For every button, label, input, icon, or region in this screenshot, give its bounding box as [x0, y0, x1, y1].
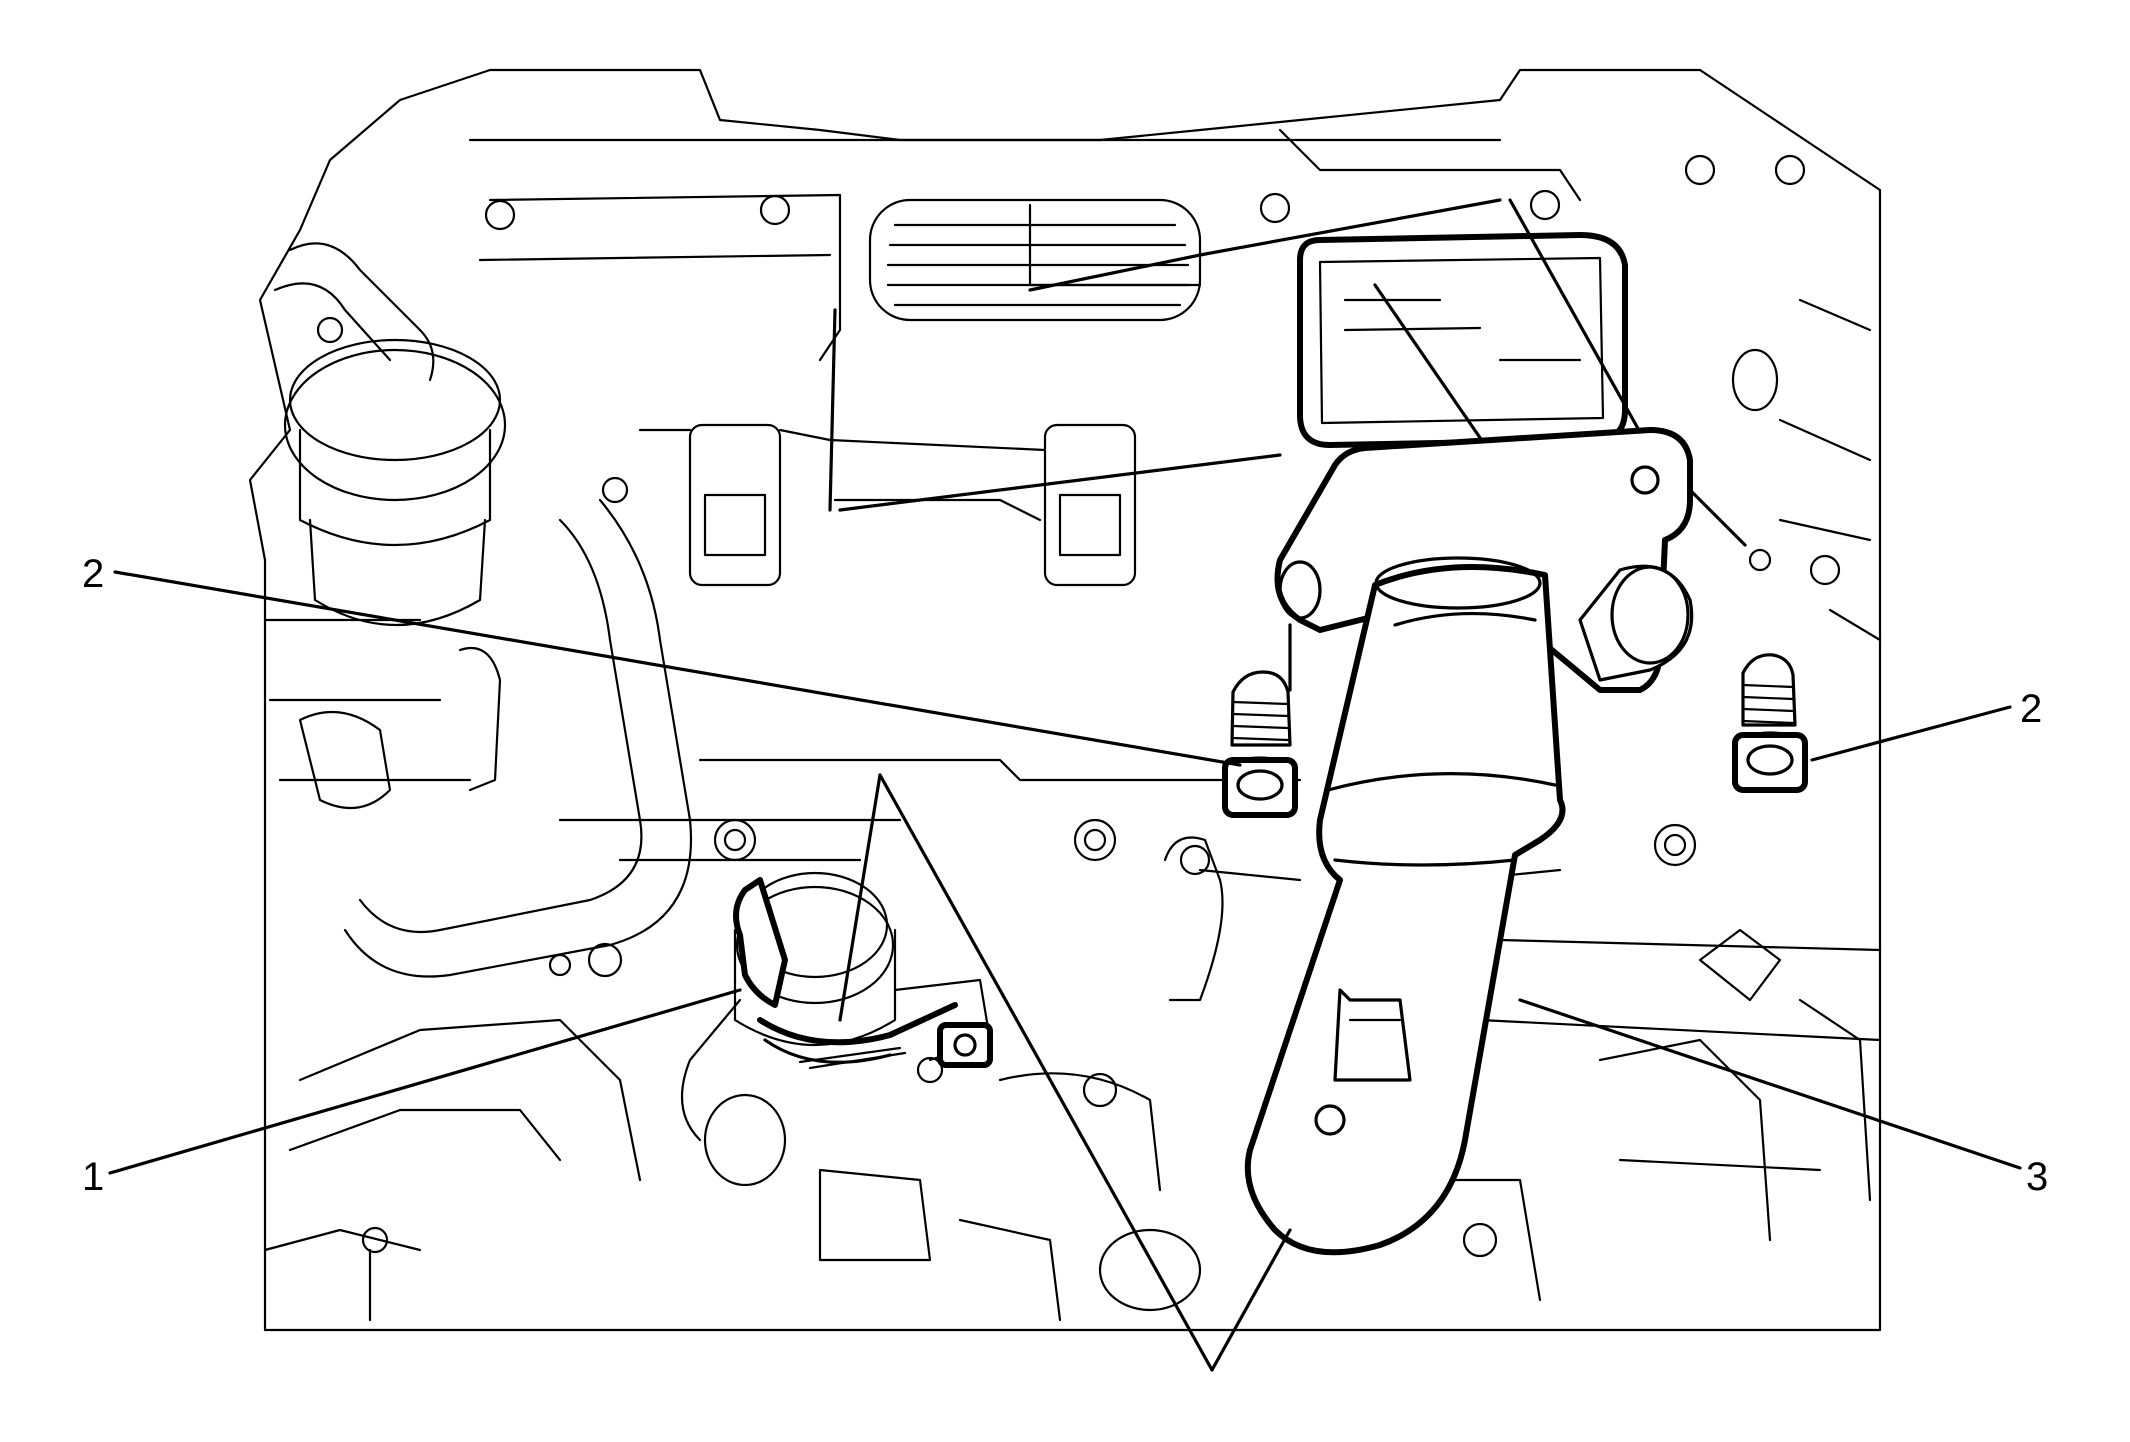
callout-label-3: 3	[2026, 1155, 2048, 1199]
hose-clamp	[733, 877, 993, 1070]
callout-label-1: 1	[82, 1155, 104, 1199]
leader-lines	[108, 570, 2022, 1372]
intake-grille	[868, 198, 1202, 322]
pipe-bolt-left	[1222, 670, 1298, 818]
engine-background	[248, 68, 1882, 1332]
pipe-bolt-right	[1732, 653, 1808, 793]
water-outlet-pipe	[1244, 427, 1694, 1256]
pipe-gasket	[1297, 232, 1628, 448]
callout-label-2-left: 2	[82, 552, 104, 596]
callout-label-2-right: 2	[2020, 687, 2042, 731]
